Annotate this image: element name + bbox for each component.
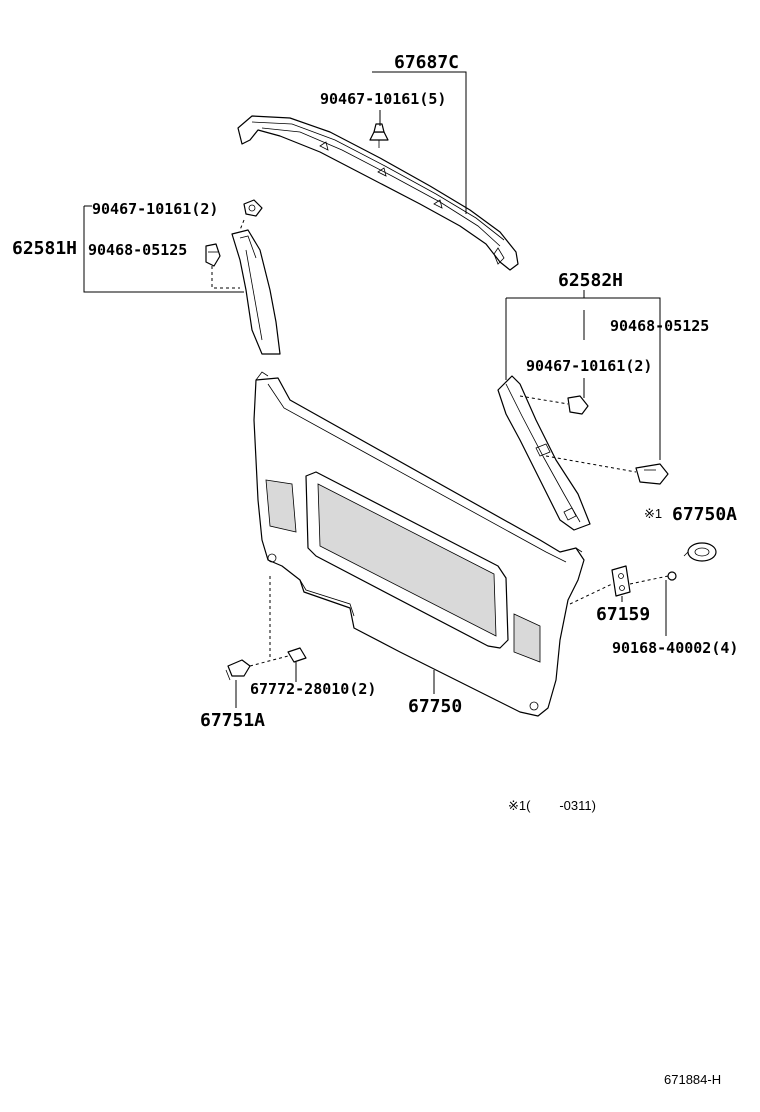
callout-67750: 67750 <box>408 696 462 717</box>
callout-90467-10161-2-right: 90467-10161(2) <box>526 357 652 375</box>
clip-icon <box>683 542 717 562</box>
pillar-garnish-62582h <box>497 375 591 531</box>
callout-note-mark: ※1 <box>644 506 662 521</box>
callout-90467-10161-5: 90467-10161(5) <box>320 90 446 108</box>
callout-67750a: 67750A <box>672 504 737 525</box>
drawing-id: 671884-H <box>664 1072 721 1087</box>
callout-67687c: 67687C <box>394 52 459 73</box>
clip-icon <box>243 199 263 217</box>
screw-icon <box>287 647 307 663</box>
screw-icon <box>667 571 677 581</box>
callout-62582h: 62582H <box>558 270 623 291</box>
callout-90468-05125-right: 90468-05125 <box>610 317 709 335</box>
pillar-garnish-62581h <box>231 229 281 355</box>
roof-garnish-67687c <box>237 115 519 271</box>
callout-67751a: 67751A <box>200 710 265 731</box>
callout-62581h: 62581H <box>12 238 77 259</box>
fastener-icon <box>635 463 669 485</box>
fastener-icon <box>205 243 221 267</box>
fastener-icon <box>225 659 251 681</box>
clip-icon <box>567 395 589 415</box>
callout-90468-05125-left: 90468-05125 <box>88 241 187 259</box>
callout-67159: 67159 <box>596 604 650 625</box>
footnote: ※1( -0311) <box>508 798 596 813</box>
back-door-trim-board-67750 <box>253 371 585 717</box>
bracket-67159 <box>611 565 631 597</box>
callout-90467-10161-2-left: 90467-10161(2) <box>92 200 218 218</box>
callout-67772-28010-2: 67772-28010(2) <box>250 680 376 698</box>
callout-90168-40002-4: 90168-40002(4) <box>612 639 738 657</box>
leader-lines <box>83 71 667 708</box>
clip-icon <box>369 123 389 148</box>
